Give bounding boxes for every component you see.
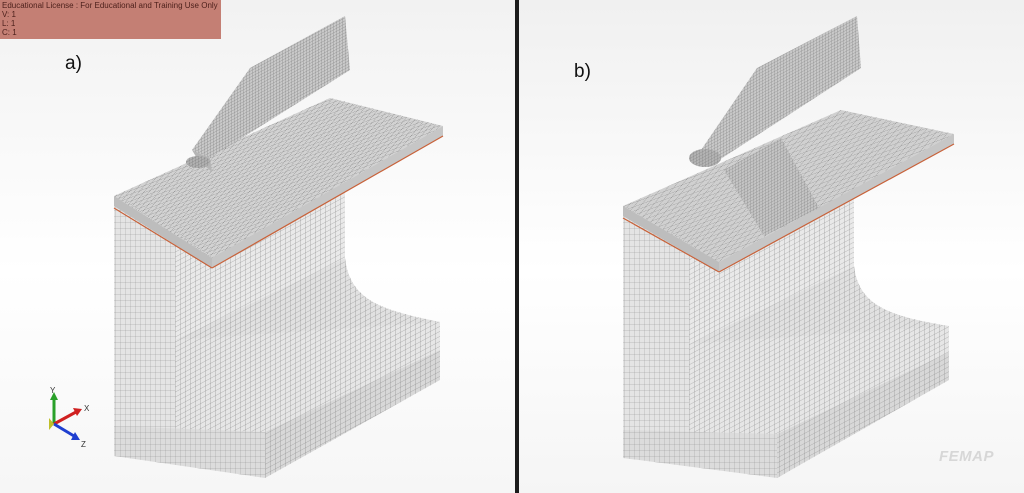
view-number: V: 1 xyxy=(2,10,16,19)
axis-triad xyxy=(49,392,82,440)
viewport-divider[interactable] xyxy=(515,0,519,493)
triad-label-z: Z xyxy=(81,440,86,449)
triad-label-x: X xyxy=(84,404,90,413)
triad-label-y: Y xyxy=(50,386,56,395)
viewport-left[interactable]: Educational License : For Educational an… xyxy=(0,0,515,493)
femap-watermark: FEMAP xyxy=(939,448,994,465)
layer-number: L: 1 xyxy=(2,19,16,28)
panel-label-a: a) xyxy=(65,53,82,74)
mesh-model-b xyxy=(622,16,955,478)
color-number: C: 1 xyxy=(2,28,17,37)
top-plate-edge xyxy=(114,196,212,268)
license-text: Educational License : For Educational an… xyxy=(2,1,218,10)
license-banner: Educational License : For Educational an… xyxy=(0,0,221,39)
panel-label-b: b) xyxy=(574,61,591,82)
viewport-right[interactable]: b) xyxy=(519,0,1024,493)
mesh-model-a xyxy=(113,16,444,478)
